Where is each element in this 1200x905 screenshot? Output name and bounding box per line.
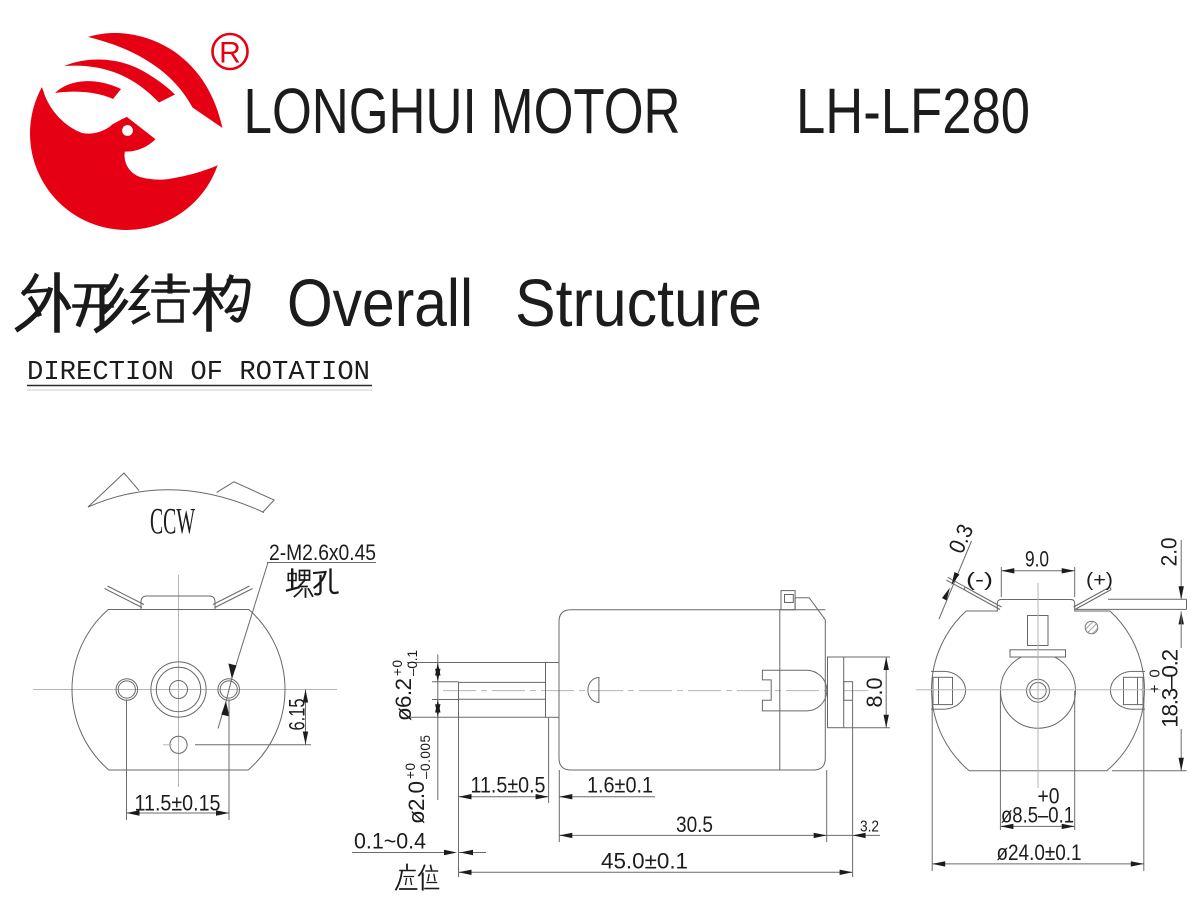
svg-text:ø6.2: ø6.2 <box>391 678 416 721</box>
svg-text:11.5±0.15: 11.5±0.15 <box>135 791 221 816</box>
svg-text:+0: +0 <box>390 660 405 676</box>
svg-text:+0: +0 <box>1038 784 1060 809</box>
svg-text:11.5±0.5: 11.5±0.5 <box>471 773 546 798</box>
svg-text:ø8.5–0.1: ø8.5–0.1 <box>1001 803 1074 828</box>
svg-text:9.0: 9.0 <box>1025 547 1049 572</box>
svg-text:3.2: 3.2 <box>860 819 879 836</box>
svg-text:1.6±0.1: 1.6±0.1 <box>587 773 653 798</box>
svg-text:–0.1: –0.1 <box>405 650 420 676</box>
svg-text:DIRECTION OF ROTATION: DIRECTION OF ROTATION <box>27 358 370 388</box>
svg-text:CCW: CCW <box>150 502 195 543</box>
svg-text:(+): (+) <box>1086 570 1113 591</box>
svg-text:R: R <box>219 37 241 70</box>
svg-text:Overall: Overall <box>287 266 473 341</box>
svg-text:45.0±0.1: 45.0±0.1 <box>601 849 688 874</box>
svg-text:2.0: 2.0 <box>1157 537 1182 566</box>
svg-text:LH-LF280: LH-LF280 <box>796 75 1030 147</box>
svg-text:+0: +0 <box>403 763 418 779</box>
svg-text:(-): (-) <box>966 570 993 591</box>
svg-text:–0.005: –0.005 <box>418 735 433 779</box>
svg-text:0.3: 0.3 <box>944 520 979 557</box>
svg-text:Structure: Structure <box>515 266 762 341</box>
svg-text:LONGHUI MOTOR: LONGHUI MOTOR <box>244 75 681 147</box>
svg-text:ø24.0±0.1: ø24.0±0.1 <box>997 840 1082 865</box>
svg-text:6.15: 6.15 <box>285 699 310 731</box>
svg-text:2-M2.6x0.45: 2-M2.6x0.45 <box>269 540 376 565</box>
svg-text:30.5: 30.5 <box>676 812 713 837</box>
svg-text:18.3–0.2: 18.3–0.2 <box>1158 649 1183 728</box>
svg-text:ø2.0: ø2.0 <box>404 781 429 824</box>
svg-text:8.0: 8.0 <box>862 678 887 708</box>
svg-text:0.1~0.4: 0.1~0.4 <box>354 829 426 854</box>
